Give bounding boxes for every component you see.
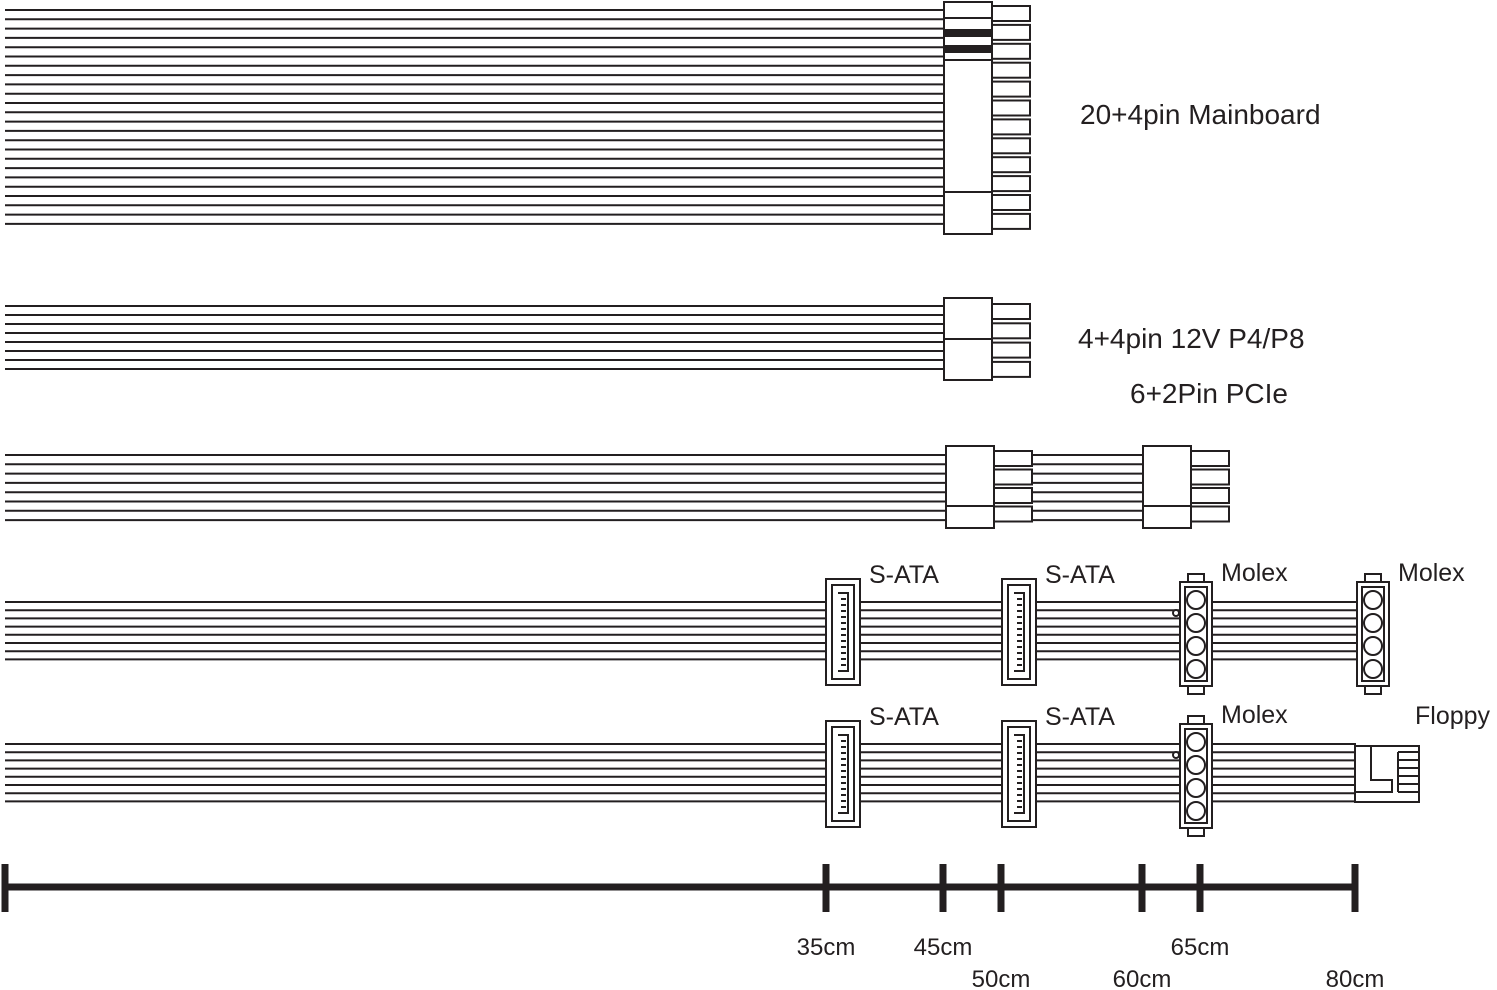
tick-label-35cm: 35cm [797, 934, 856, 961]
length-ruler [1, 864, 1359, 912]
molex-connector-row2 [1179, 715, 1213, 837]
tick-label-45cm: 45cm [914, 934, 973, 961]
sata-label-row1-1: S-ATA [869, 561, 939, 589]
sata-connector-row2-1 [825, 720, 861, 828]
mainboard-wires [5, 9, 944, 225]
sata-label-row2-2: S-ATA [1045, 703, 1115, 731]
pcie-label: 6+2Pin PCIe [1130, 378, 1288, 409]
molex-latch [1172, 609, 1180, 617]
molex-connector-row1-1 [1179, 573, 1213, 695]
mainboard-label: 20+4pin Mainboard [1080, 99, 1321, 130]
floppy-connector [1354, 745, 1420, 803]
cpu-connector [943, 297, 1031, 381]
sata-label-row1-2: S-ATA [1045, 561, 1115, 589]
sata-label-row2-1: S-ATA [869, 703, 939, 731]
sata-connector-row1-2 [1001, 578, 1037, 686]
tick-label-50cm: 50cm [972, 966, 1031, 990]
molex-label-row1-2: Molex [1398, 559, 1465, 587]
sata-molex-wires [5, 601, 1356, 661]
mainboard-connector [943, 1, 1031, 235]
cpu-wires [5, 305, 944, 370]
tick-label-65cm: 65cm [1171, 934, 1230, 961]
sata-connector-row2-2 [1001, 720, 1037, 828]
tick-label-80cm: 80cm [1326, 966, 1385, 990]
molex-connector-row1-2 [1356, 573, 1390, 695]
pcie-connector-1 [945, 445, 1033, 529]
cpu-label: 4+4pin 12V P4/P8 [1078, 323, 1305, 354]
molex-latch [1172, 751, 1180, 759]
molex-label-row2: Molex [1221, 701, 1288, 729]
sata-connector-row1-1 [825, 578, 861, 686]
sata-floppy-wires [5, 743, 1356, 803]
floppy-label: Floppy [1415, 702, 1491, 730]
molex-label-row1-1: Molex [1221, 559, 1288, 587]
pcie-connector-2 [1142, 445, 1230, 529]
tick-label-60cm: 60cm [1113, 966, 1172, 990]
